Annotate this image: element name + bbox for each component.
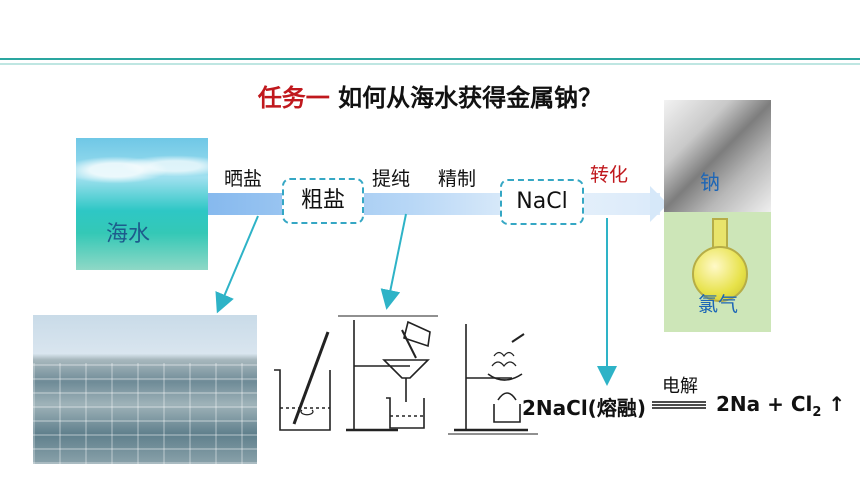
lab-apparatus [274,315,538,435]
equation-left: 2NaCl(熔融) [522,396,646,420]
equation-condition: 电解 [662,376,698,397]
header-rule-light [0,63,860,65]
evaporating-dish-icon [487,373,523,381]
title-task-label: 任务一 [257,84,330,112]
funnel-icon [382,359,430,379]
step-sun-drying: 晒盐 [224,168,263,190]
beaker-icon [274,369,331,431]
chlorine-label: 氯气 [698,292,738,316]
process-flow-arrow-head [650,186,668,222]
header-rule [0,58,860,60]
sea-water-label: 海水 [106,222,151,247]
sodium-image: 钠 [664,100,771,212]
step-refining: 精制 [438,168,477,190]
sea-water-image: 海水 [76,138,208,270]
pointer-to-apparatus [380,213,407,310]
title-question: 如何从海水获得金属钠？ [338,84,603,112]
step-conversion: 转化 [590,164,629,186]
salt-pan-image [33,315,257,464]
flask-icon [692,246,748,302]
step-purification: 提纯 [372,168,411,190]
crude-salt-box: 粗盐 [282,178,364,224]
chlorine-image: 氯气 [664,212,771,332]
pointer-to-salt-pan [215,215,259,314]
sodium-label: 钠 [700,170,720,194]
equation-equal-sign [652,401,706,409]
gas-arrow-icon: ↑ [828,392,846,416]
equation-right: 2Na + Cl2 ↑ [716,392,845,420]
alcohol-lamp-icon [493,404,521,423]
slide-title: 任务一 如何从海水获得金属钠？ [0,78,860,113]
nacl-box: NaCl [500,179,584,225]
equation-products: 2Na + Cl [716,392,813,416]
equation-subscript: 2 [812,405,822,420]
